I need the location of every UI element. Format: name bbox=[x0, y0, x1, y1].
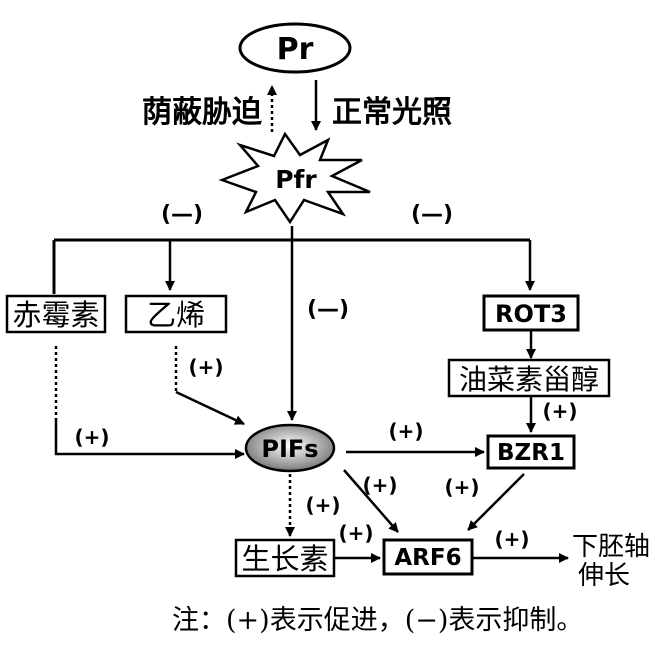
pfr-label: Pfr bbox=[275, 165, 317, 194]
bzr1-arf6-promote-label: (+) bbox=[444, 475, 479, 499]
auxin-label: 生长素 bbox=[241, 542, 328, 576]
pifs-bzr1-promote-label: (+) bbox=[388, 419, 423, 443]
inhibit-left-label: (—) bbox=[161, 202, 203, 227]
pr-node bbox=[238, 22, 352, 74]
gibberellin-label: 赤霉素 bbox=[12, 298, 99, 332]
pfr-starburst bbox=[218, 131, 371, 225]
pr-label: Pr bbox=[277, 32, 314, 67]
bzr1-to-arf6-arrow bbox=[467, 473, 525, 531]
pifs-auxin-promote-label: (+) bbox=[305, 493, 340, 517]
pifs-label: PIFs bbox=[261, 435, 318, 463]
auxin-arf6-promote-label: (+) bbox=[338, 521, 373, 545]
bzr1-box bbox=[486, 434, 576, 470]
legend-note: 注：(+)表示促进，(−)表示抑制。 bbox=[172, 605, 584, 636]
ethylene-promote-label: (+) bbox=[188, 355, 223, 379]
brassinosteroid-label: 油菜素甾醇 bbox=[459, 363, 599, 396]
arf6-label: ARF6 bbox=[394, 545, 461, 571]
pifs-arf6-promote-label: (+) bbox=[362, 473, 397, 497]
gibberellin-box bbox=[5, 294, 107, 334]
hypocotyl-label-line1: 下胚轴 bbox=[572, 532, 650, 562]
gibberellin-to-pifs-arrow bbox=[54, 420, 245, 459]
rot3-label: ROT3 bbox=[495, 300, 567, 328]
ethylene-to-pifs-arrow bbox=[175, 390, 245, 426]
normal-light-label: 正常光照 bbox=[332, 95, 452, 130]
shade-label: 荫蔽胁迫 bbox=[142, 95, 263, 130]
arf6-hypocotyl-promote-label: (+) bbox=[494, 527, 529, 551]
ethylene-label: 乙烯 bbox=[147, 298, 205, 332]
ethylene-box bbox=[124, 294, 228, 334]
inhibit-center-label: (—) bbox=[307, 297, 349, 322]
pifs-to-arf6-arrow bbox=[343, 469, 399, 533]
auxin-box bbox=[234, 538, 336, 578]
brassinosteroid-box bbox=[447, 358, 611, 398]
hypocotyl-label-line2: 伸长 bbox=[578, 561, 630, 591]
gibberellin-promote-label: (+) bbox=[74, 425, 109, 449]
pifs-node bbox=[244, 423, 336, 473]
bzr1-label: BZR1 bbox=[497, 440, 565, 466]
inhibit-right-label: (—) bbox=[411, 202, 453, 227]
br-promote-label: (+) bbox=[542, 399, 577, 423]
